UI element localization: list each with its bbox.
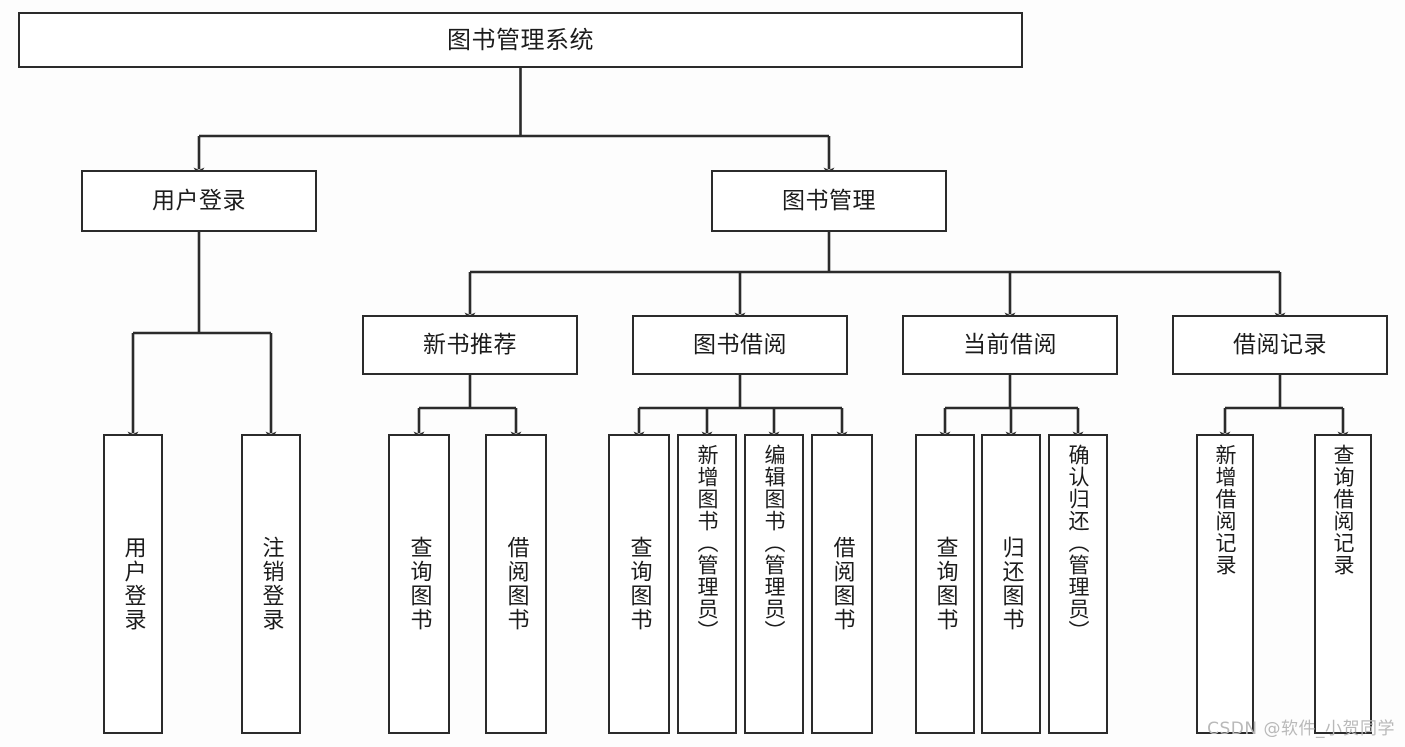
node-label: 注销登录: [258, 536, 284, 632]
node-label: 图书管理系统: [447, 26, 594, 54]
node-label: 查询借阅记录: [1331, 444, 1356, 576]
node-bookmgmt[interactable]: 图书管理: [711, 170, 947, 232]
node-label: 查询图书: [932, 536, 958, 632]
node-label: 当前借阅: [963, 331, 1057, 358]
node-label: 查询图书: [406, 536, 432, 632]
node-leaf6[interactable]: 新增图书（管理员）: [677, 434, 737, 734]
node-leaf4[interactable]: 借阅图书: [485, 434, 547, 734]
node-records[interactable]: 借阅记录: [1172, 315, 1388, 375]
node-leaf3[interactable]: 查询图书: [388, 434, 450, 734]
node-leaf12[interactable]: 新增借阅记录: [1196, 434, 1254, 734]
node-leaf13[interactable]: 查询借阅记录: [1314, 434, 1372, 734]
node-label: 编辑图书（管理员）: [762, 444, 787, 642]
node-label: 借阅图书: [503, 536, 529, 632]
node-leaf10[interactable]: 归还图书: [981, 434, 1041, 734]
node-label: 查询图书: [626, 536, 652, 632]
node-label: 归还图书: [998, 536, 1024, 632]
node-leaf7[interactable]: 编辑图书（管理员）: [744, 434, 804, 734]
node-current[interactable]: 当前借阅: [902, 315, 1118, 375]
node-label: 借阅记录: [1233, 331, 1327, 358]
node-leaf8[interactable]: 借阅图书: [811, 434, 873, 734]
node-label: 确认归还（管理员）: [1066, 444, 1091, 642]
node-label: 用户登录: [152, 187, 246, 214]
node-root[interactable]: 图书管理系统: [18, 12, 1023, 68]
node-borrow[interactable]: 图书借阅: [632, 315, 848, 375]
node-leaf1[interactable]: 用户登录: [103, 434, 163, 734]
node-label: 新增借阅记录: [1213, 444, 1238, 576]
node-newbook[interactable]: 新书推荐: [362, 315, 578, 375]
node-leaf5[interactable]: 查询图书: [608, 434, 670, 734]
node-label: 借阅图书: [829, 536, 855, 632]
node-login[interactable]: 用户登录: [81, 170, 317, 232]
node-label: 用户登录: [120, 536, 146, 632]
node-leaf9[interactable]: 查询图书: [915, 434, 975, 734]
watermark-label: CSDN @软件_小贺同学: [1207, 719, 1395, 739]
node-label: 图书管理: [782, 187, 876, 214]
node-label: 图书借阅: [693, 331, 787, 358]
node-leaf2[interactable]: 注销登录: [241, 434, 301, 734]
node-label: 新书推荐: [423, 331, 517, 358]
node-leaf11[interactable]: 确认归还（管理员）: [1048, 434, 1108, 734]
node-label: 新增图书（管理员）: [695, 444, 720, 642]
